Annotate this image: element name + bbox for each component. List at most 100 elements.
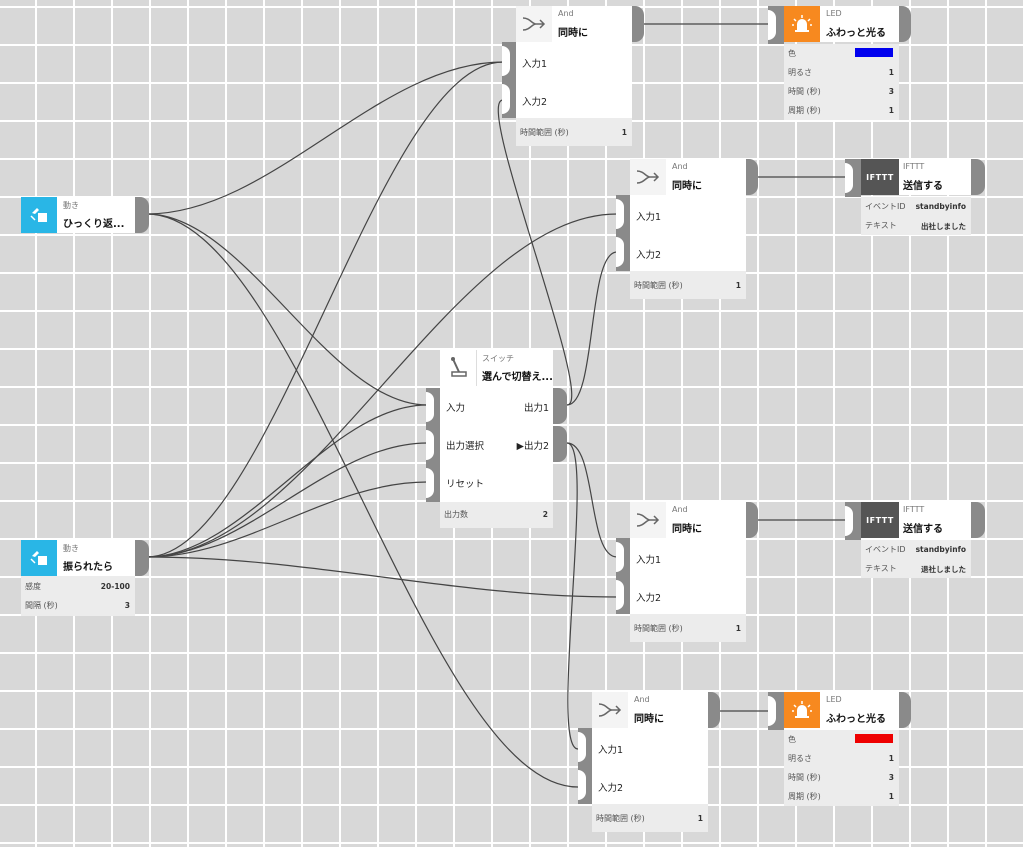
node-name: 同時に: [558, 28, 588, 39]
node-name: 同時に: [672, 524, 702, 535]
prop-label: イベントID: [865, 202, 906, 211]
prop-label: 時間範囲 (秒): [634, 281, 683, 290]
and-input1-label: 入力1: [598, 745, 624, 756]
node-name: 送信する: [903, 181, 943, 192]
switch-select-label: 出力選択: [446, 441, 485, 452]
ifttt-logo-icon: IFTTT: [861, 159, 899, 195]
prop-label: 周期 (秒): [788, 106, 821, 115]
wire[interactable]: [497, 99, 573, 406]
prop-value: 1: [735, 281, 741, 290]
output-port[interactable]: [135, 540, 149, 576]
merge-arrow-icon: [592, 692, 628, 728]
output-port[interactable]: [746, 159, 758, 195]
wire[interactable]: [146, 213, 618, 558]
prop-value: 2: [542, 510, 548, 519]
ifttt-logo-text: IFTTT: [866, 515, 894, 525]
alarm-light-icon: [784, 692, 820, 728]
prop-value: 出社しました: [921, 222, 966, 231]
prop-value: standbyinfo: [915, 545, 966, 554]
switch-input-label: 入力: [446, 403, 466, 414]
wire[interactable]: [566, 442, 618, 558]
prop-label: 明るさ: [788, 68, 812, 77]
motion-icon: [21, 540, 57, 576]
prop-label: 周期 (秒): [788, 792, 821, 801]
prop-value: 3: [124, 601, 130, 610]
output-port[interactable]: [746, 502, 758, 538]
node-category: And: [672, 162, 688, 171]
node-category: LED: [826, 9, 842, 18]
prop-label: イベントID: [865, 545, 906, 554]
switch-reset-label: リセット: [446, 479, 485, 490]
merge-arrow-icon: [630, 502, 666, 538]
output-port[interactable]: [899, 6, 911, 42]
node-category: 動き: [63, 201, 79, 210]
prop-label: 明るさ: [788, 754, 812, 763]
and-input2-label: 入力2: [522, 97, 548, 108]
wire[interactable]: [146, 442, 428, 558]
switch-lever-icon: [440, 350, 477, 386]
color-swatch[interactable]: [855, 48, 893, 57]
prop-value: 1: [888, 792, 894, 801]
node-category: And: [672, 505, 688, 514]
prop-label: 時間 (秒): [788, 87, 821, 96]
prop-label: 時間 (秒): [788, 773, 821, 782]
node-category: And: [558, 9, 574, 18]
output-port[interactable]: [899, 692, 911, 728]
node-name: 同時に: [672, 181, 702, 192]
wire[interactable]: [146, 404, 428, 558]
prop-label: 時間範囲 (秒): [634, 624, 683, 633]
prop-value: 1: [735, 624, 741, 633]
output-port[interactable]: [135, 197, 149, 233]
wire[interactable]: [146, 213, 579, 788]
node-name: 同時に: [634, 714, 664, 725]
prop-value: 3: [888, 773, 894, 782]
node-name: ふわっと光る: [826, 28, 886, 39]
alarm-light-icon: [784, 6, 820, 42]
prop-value: standbyinfo: [915, 202, 966, 211]
wire[interactable]: [146, 61, 504, 558]
and-input2-label: 入力2: [636, 593, 662, 604]
prop-label: 感度: [25, 582, 41, 591]
output-port[interactable]: [971, 159, 985, 195]
prop-value: 20-100: [100, 582, 130, 591]
node-name: 振られたら: [63, 562, 113, 573]
prop-label: テキスト: [865, 221, 897, 230]
node-category: LED: [826, 695, 842, 704]
output-port[interactable]: [632, 6, 644, 42]
node-category: 動き: [63, 544, 79, 553]
wire[interactable]: [146, 481, 428, 558]
wire[interactable]: [146, 556, 618, 598]
node-category: スイッチ: [482, 354, 514, 363]
node-name: ふわっと光る: [826, 714, 886, 725]
wire[interactable]: [146, 213, 428, 406]
merge-arrow-icon: [516, 6, 552, 42]
prop-label: テキスト: [865, 564, 897, 573]
motion-icon: [21, 197, 57, 233]
output-port-1[interactable]: [553, 388, 567, 424]
prop-value: 1: [697, 814, 703, 823]
wire[interactable]: [566, 251, 618, 406]
prop-value: 3: [888, 87, 894, 96]
output-port-2[interactable]: [553, 426, 567, 462]
prop-value: 1: [888, 68, 894, 77]
prop-value: 1: [888, 754, 894, 763]
and-input2-label: 入力2: [598, 783, 624, 794]
switch-output2-label: ▶出力2: [516, 441, 549, 452]
wire[interactable]: [566, 442, 579, 750]
switch-output1-label: 出力1: [523, 403, 549, 414]
prop-label: 時間範囲 (秒): [520, 128, 569, 137]
ifttt-logo-text: IFTTT: [866, 172, 894, 182]
node-category: And: [634, 695, 650, 704]
prop-label: 時間範囲 (秒): [596, 814, 645, 823]
wire[interactable]: [146, 61, 504, 215]
color-swatch[interactable]: [855, 734, 893, 743]
prop-value: 退社しました: [921, 565, 966, 574]
prop-value: 1: [621, 128, 627, 137]
prop-label: 出力数: [444, 510, 468, 519]
node-name: 選んで切替え...: [482, 372, 553, 383]
prop-label: 色: [788, 49, 796, 58]
output-port[interactable]: [971, 502, 985, 538]
output-port[interactable]: [708, 692, 720, 728]
node-name: 送信する: [903, 524, 943, 535]
node-category: IFTTT: [903, 505, 925, 514]
